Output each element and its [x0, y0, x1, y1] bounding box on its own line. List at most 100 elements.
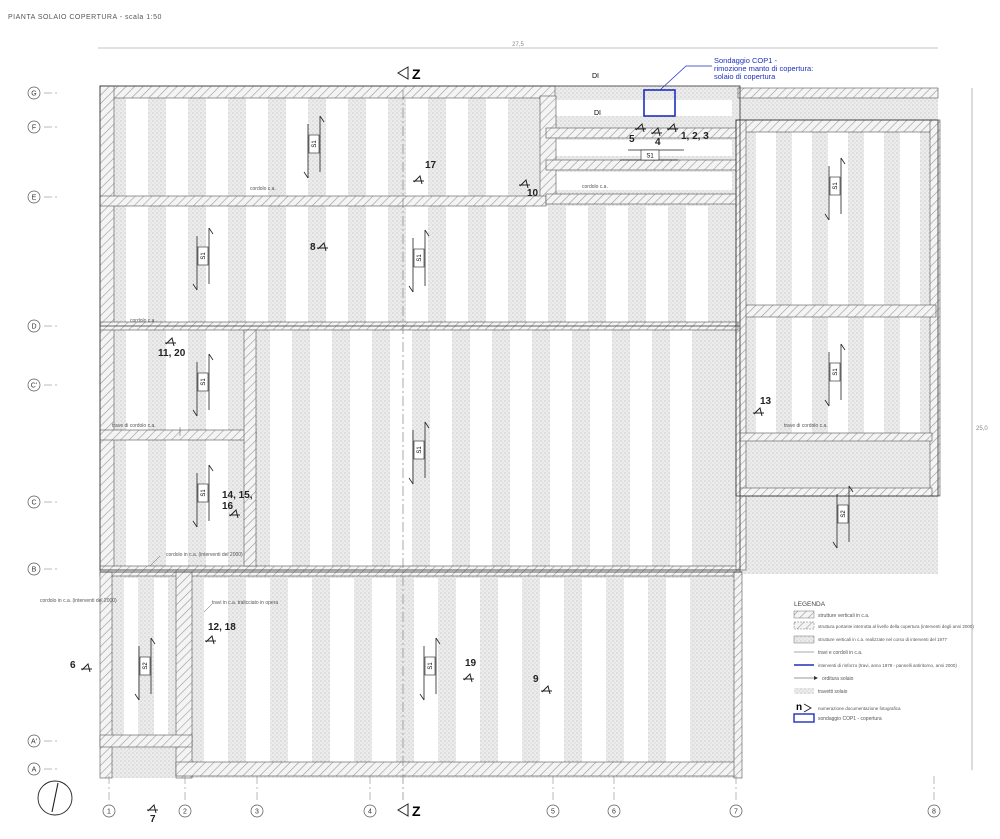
note-b-label: cordolo in c.a. (interventi del 2000)	[166, 552, 243, 558]
slab-marker-S1: S1	[419, 637, 441, 701]
photo-marker: 13	[753, 396, 772, 417]
slab-strip	[310, 330, 332, 566]
slab-code: S1	[833, 368, 839, 376]
legend-item-2: struttura portante interrotta al livello…	[818, 624, 974, 629]
slab-strip	[206, 98, 228, 196]
column-axis-3: 3	[250, 804, 264, 818]
slab-strip	[550, 330, 572, 566]
slab-strip	[566, 206, 588, 322]
slab-code: S1	[312, 140, 318, 148]
slab-strip	[166, 440, 188, 566]
row-axis-E: E	[27, 190, 41, 204]
legend-item-9: sondaggio COP1 - copertura	[818, 716, 882, 722]
column-axis-label: 8	[932, 809, 936, 816]
slab-code: S1	[201, 489, 207, 497]
slab-strip	[864, 317, 884, 433]
di-label-2: DI	[594, 110, 601, 117]
photo-marker: 1, 2, 3	[667, 123, 709, 142]
slab-marker-S1: S1	[303, 115, 325, 179]
slab-strip	[166, 206, 188, 322]
row-axis-Ap: A'	[27, 734, 41, 748]
section-mark-top-label: Z	[412, 66, 421, 82]
photo-number: 7	[150, 814, 156, 825]
note-left-label: cordolo in c.a. (interventi del 2000)	[40, 598, 117, 604]
slab-strip	[446, 98, 468, 196]
photo-marker: 8	[310, 242, 328, 253]
sondaggio-line2: rimozione manto di copertura:	[714, 64, 813, 73]
annotations: cordolo c.a. cordolo c.a. cordolo c.a. t…	[40, 184, 828, 613]
column-axis-label: 6	[612, 809, 616, 816]
photo-marker: 4	[651, 127, 662, 148]
slab-marker-S1: S1	[824, 157, 846, 221]
photo-number: 4	[655, 137, 661, 148]
slab-strip	[126, 330, 148, 430]
slab-strip	[624, 578, 648, 762]
row-axis-D: D	[27, 319, 41, 333]
slab-strip	[246, 578, 270, 762]
slab-strip	[350, 330, 372, 566]
slab-code: S1	[201, 378, 207, 386]
photo-number: 14, 15,	[222, 490, 253, 501]
beam-outlines	[99, 85, 939, 573]
slab-strip	[166, 330, 188, 430]
row-axis-label: A'	[31, 739, 37, 746]
slab-strip	[686, 206, 708, 322]
photo-number: 10	[527, 188, 539, 199]
column-axis-label: 2	[183, 809, 187, 816]
slab-strip	[486, 98, 508, 196]
slab-strip	[864, 132, 884, 305]
slab-strip	[326, 206, 348, 322]
photo-number: 19	[465, 658, 477, 669]
cordolo-label-2: cordolo c.a.	[130, 318, 156, 324]
slab-strip	[582, 578, 606, 762]
section-mark-bottom: Z	[397, 90, 421, 819]
legend-swatch-7	[794, 688, 814, 694]
slab-strip	[326, 98, 348, 196]
column-axis-6: 6	[607, 804, 621, 818]
column-axis-label: 4	[368, 809, 372, 816]
column-axis-2: 2	[178, 804, 192, 818]
column-axis-label: 5	[551, 809, 555, 816]
slab-marker-S1: S1	[192, 464, 214, 528]
photo-number: 9	[533, 674, 539, 685]
slab-marker-S1: S1	[192, 227, 214, 291]
slab-strip	[166, 98, 188, 196]
slab-strip	[900, 132, 920, 305]
drawing-title: PIANTA SOLAIO COPERTURA - scala 1:50	[8, 14, 162, 21]
row-axis-label: C	[31, 500, 36, 507]
legend-item-6: orditura solaio	[822, 676, 854, 682]
row-axis-A: A	[27, 762, 41, 776]
slab-marker-S2: S2	[134, 637, 156, 701]
slab-strip	[390, 330, 412, 566]
north-arrow	[37, 780, 73, 816]
slab-strip	[498, 578, 522, 762]
photo-marker: 6	[70, 660, 92, 673]
slab-strip	[206, 330, 228, 430]
trave-cordolo-label-1: trave di cordolo c.a.	[112, 423, 156, 429]
row-axis-label: G	[31, 91, 36, 98]
row-axis-Cp: C'	[27, 378, 41, 392]
legend: LEGENDA strutture verticali in c.a. stru…	[793, 601, 974, 723]
slab-marker-S2: S2	[832, 485, 854, 549]
slab-strip	[540, 578, 564, 762]
photo-number: 1, 2, 3	[681, 131, 709, 142]
photo-number: 8	[310, 242, 316, 253]
slab-code: S2	[143, 662, 149, 670]
row-axis-B: B	[27, 562, 41, 576]
row-axis-G: G	[27, 86, 41, 100]
row-axis-label: B	[32, 567, 37, 574]
legend-item-8: numerazione documentazione fotografica	[818, 706, 901, 711]
photo-marker: 10	[519, 179, 539, 199]
photo-marker: 19	[463, 658, 477, 683]
slab-strip	[154, 578, 168, 735]
column-axis-1: 1	[102, 804, 116, 818]
slab-strip	[510, 330, 532, 566]
legend-swatch-9	[793, 713, 815, 723]
slab-strip	[126, 440, 148, 566]
slab-strip	[286, 206, 308, 322]
slab-strip	[590, 330, 612, 566]
